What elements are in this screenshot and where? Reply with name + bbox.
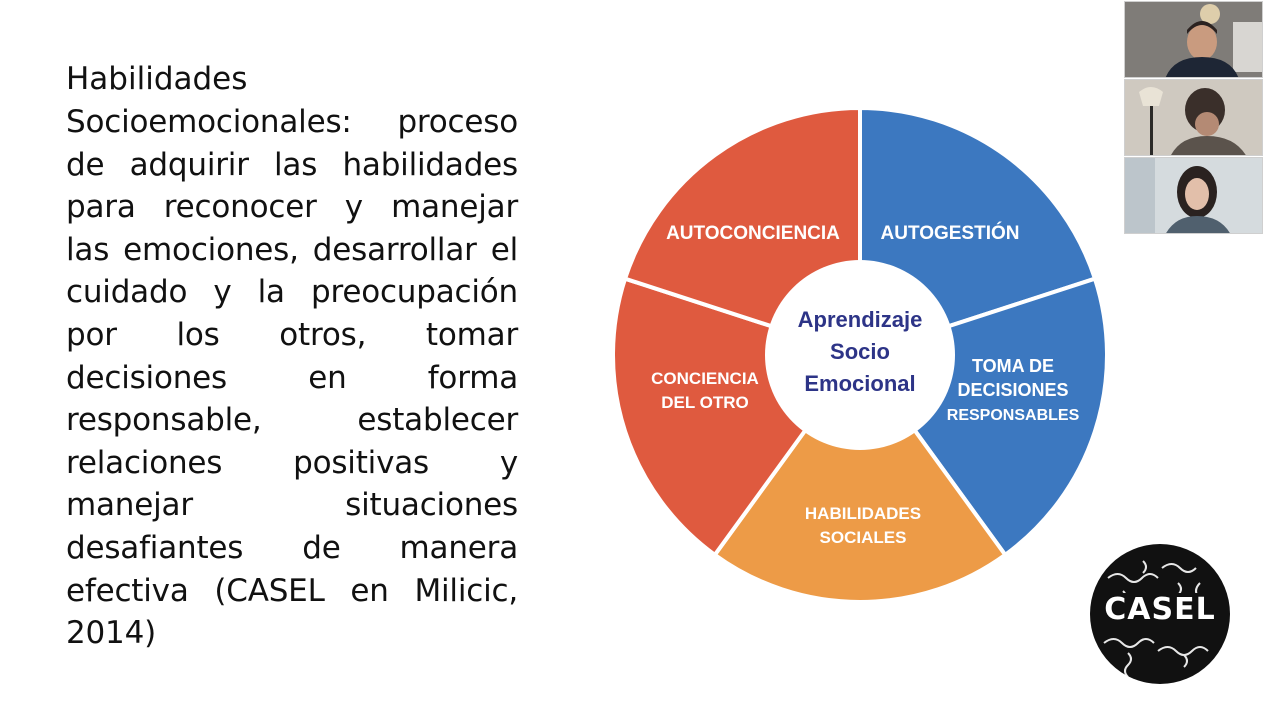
participant-3-video [1125,158,1262,233]
participant-2-video [1125,80,1262,155]
wheel-segment-label-1: AUTOCONCIENCIA [666,223,840,244]
definition-title: Habilidades [66,61,248,97]
wheel-center-circle [765,260,955,450]
casel-logo-text: CASEL [1104,592,1216,627]
definition-text: Socioemocionales: proceso de adquirir la… [66,101,518,655]
wheel-segment-3 [712,351,1008,604]
definition-term: Socioemocionales: [66,104,352,140]
definition-body: proceso de adquirir las habilidades para… [66,104,518,652]
participant-1-video [1125,2,1262,77]
video-tile-participant-3[interactable] [1124,157,1263,234]
video-tile-participant-2[interactable] [1124,79,1263,156]
wheel-segment-label-2: AUTOGESTIÓN [881,222,1020,244]
casel-logo [1090,544,1230,684]
video-tile-participant-1[interactable] [1124,1,1263,78]
